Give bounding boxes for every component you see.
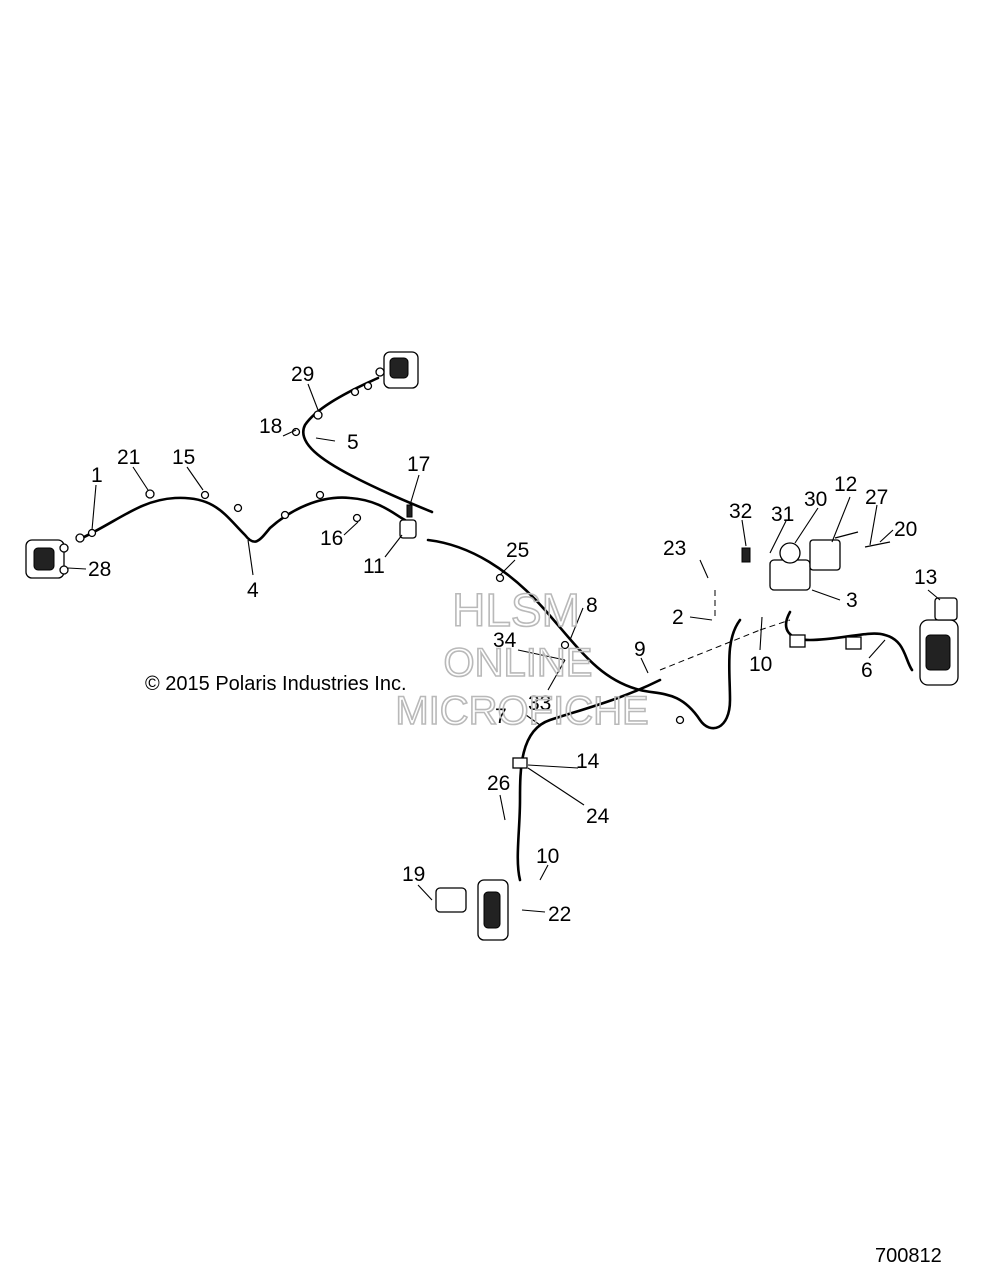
watermark-line-1: HLSM (452, 584, 580, 636)
left-caliper-drawing (25, 539, 69, 579)
callout-30: 30 (804, 488, 827, 511)
callout-31: 31 (771, 503, 794, 526)
callout-24: 24 (586, 805, 610, 828)
callout-32: 32 (729, 500, 752, 523)
callout-21: 21 (117, 446, 140, 469)
brake-line-4 (76, 496, 407, 543)
brake-line-5 (302, 376, 434, 514)
callout-26: 26 (487, 772, 510, 795)
callout-labels: 1 2 3 4 5 6 7 8 9 10 10 11 12 13 14 15 1… (88, 363, 937, 926)
callout-8: 8 (586, 594, 598, 617)
callout-18: 18 (259, 415, 282, 438)
callout-20: 20 (894, 518, 917, 541)
callout-22: 22 (548, 903, 571, 926)
callout-11: 11 (363, 555, 385, 578)
callout-1: 1 (91, 464, 103, 487)
watermark: HLSM ONLINE MICROFICHE (395, 583, 650, 734)
top-caliper-drawing (375, 351, 419, 389)
copyright-notice: © 2015 Polaris Industries Inc. (145, 673, 407, 695)
master-cylinder-drawing (741, 531, 891, 591)
callout-25: 25 (506, 539, 529, 562)
callout-27: 27 (865, 486, 888, 509)
callout-15: 15 (172, 446, 195, 469)
watermark-line-3: MICROFICHE (395, 689, 648, 733)
callout-10-lower: 10 (536, 845, 559, 868)
rear-caliper-drawing (435, 879, 509, 941)
callout-23: 23 (663, 537, 686, 560)
callout-17: 17 (407, 453, 430, 476)
watermark-line-2: ONLINE (444, 641, 593, 685)
drawing-number: 700812 (875, 1245, 942, 1267)
callout-10-upper: 10 (749, 653, 772, 676)
callout-19: 19 (402, 863, 425, 886)
callout-4: 4 (247, 579, 259, 602)
brake-line-7 (516, 678, 662, 882)
brake-line-6 (784, 610, 914, 672)
callout-12: 12 (834, 473, 857, 496)
junction-block-drawing (399, 519, 417, 539)
callout-7: 7 (495, 705, 507, 728)
callout-9: 9 (634, 638, 646, 661)
leader-lines (67, 383, 941, 913)
callout-14: 14 (576, 750, 600, 773)
callout-34: 34 (493, 629, 517, 652)
callout-3: 3 (846, 589, 858, 612)
callout-28: 28 (88, 558, 111, 581)
right-rear-caliper-drawing (919, 597, 959, 686)
callout-16: 16 (320, 527, 343, 550)
callout-13: 13 (914, 566, 937, 589)
callout-6: 6 (861, 659, 873, 682)
callout-2: 2 (672, 606, 684, 629)
callout-5: 5 (347, 431, 359, 454)
callout-29: 29 (291, 363, 314, 386)
brake-line-25 (426, 538, 742, 730)
callout-33: 33 (528, 692, 551, 715)
